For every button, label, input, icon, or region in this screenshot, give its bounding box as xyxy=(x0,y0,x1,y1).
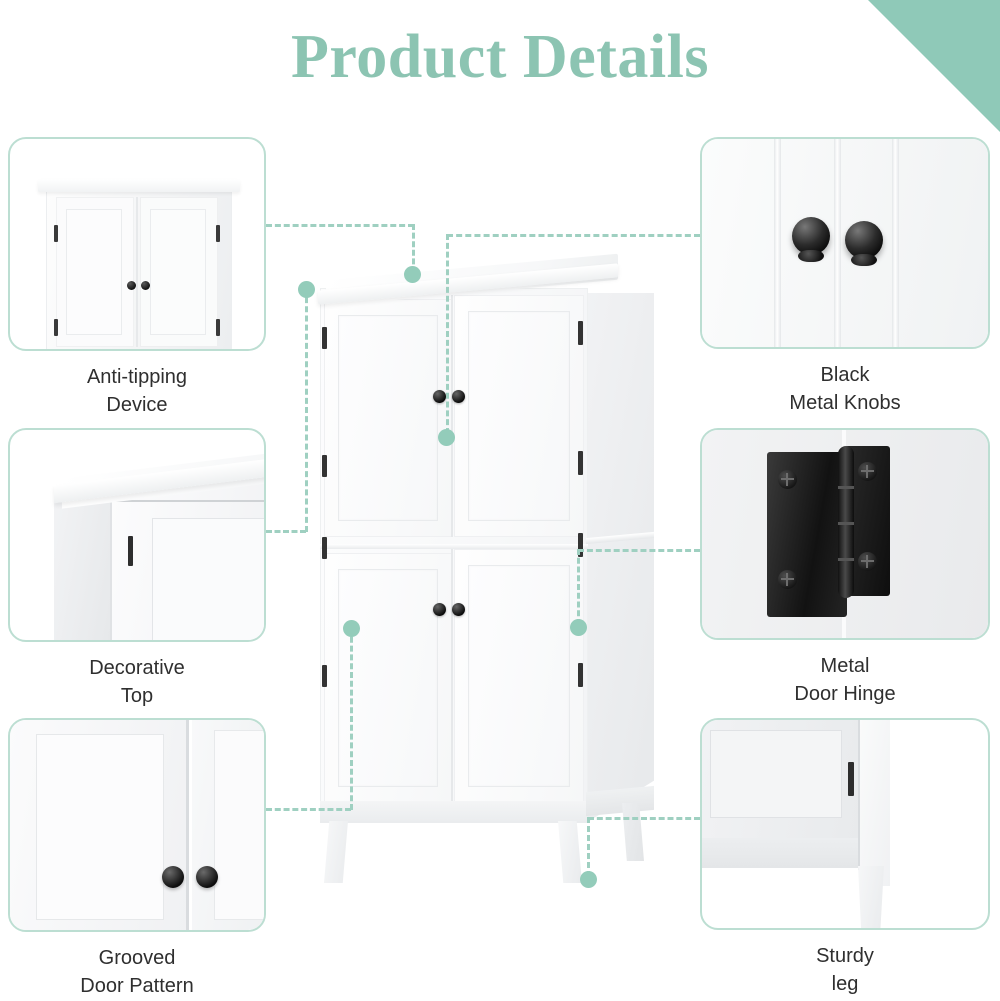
cabinet-leg-front-left xyxy=(324,821,348,883)
callout-caption: Black Metal Knobs xyxy=(700,361,990,418)
callout-caption: Sturdy leg xyxy=(700,942,990,999)
cabinet-leg-front-right xyxy=(558,821,582,883)
callout-image-frame xyxy=(8,718,266,932)
hinge-icon xyxy=(322,455,327,477)
callout-image-frame xyxy=(8,137,266,351)
callout-caption-line1: Sturdy xyxy=(816,945,874,967)
leg-shape xyxy=(858,866,884,928)
callout-image-frame xyxy=(700,137,990,349)
connector-dot-black-knobs xyxy=(438,429,455,446)
photo-black-metal-hinge-four-screws xyxy=(702,430,988,638)
hinge-icon xyxy=(578,663,583,687)
knob-icon xyxy=(452,603,465,616)
knob-icon xyxy=(196,866,218,888)
callout-caption-line2: leg xyxy=(831,973,859,996)
callout-caption-line2: Top xyxy=(120,685,154,708)
knob-icon xyxy=(792,217,830,262)
screw-icon xyxy=(858,552,877,571)
hinge-icon xyxy=(578,451,583,475)
knob-icon xyxy=(433,603,446,616)
screw-icon xyxy=(778,470,797,489)
callout-caption-line1: Decorative xyxy=(89,657,185,679)
callout-caption-line1: Anti-tipping xyxy=(86,366,188,388)
callout-caption-line2: Device xyxy=(106,394,168,417)
knob-icon xyxy=(452,390,465,403)
connector-dot-sturdy-leg xyxy=(580,871,597,888)
callout-sturdy-leg: Sturdy leg xyxy=(700,718,990,999)
callout-image-frame xyxy=(700,718,990,930)
photo-cabinet-corner-crown-moulding xyxy=(10,430,264,640)
photo-two-black-knobs-on-grooved-panel xyxy=(702,139,988,347)
callout-black-metal-knobs: Black Metal Knobs xyxy=(700,137,990,418)
knob-icon xyxy=(127,281,136,290)
callout-caption-line2: Door Pattern xyxy=(80,975,194,998)
connector-black-knobs xyxy=(447,234,700,237)
callout-decorative-top: Decorative Top xyxy=(8,428,266,711)
photo-cabinet-bottom-tapered-leg xyxy=(702,720,988,928)
hinge-icon xyxy=(322,665,327,687)
photo-cabinet-top-two-doors xyxy=(10,139,264,349)
connector-dot-door-hinge xyxy=(570,619,587,636)
knob-icon xyxy=(433,390,446,403)
callout-metal-door-hinge: Metal Door Hinge xyxy=(700,428,990,709)
connector-anti-tipping xyxy=(266,224,414,227)
knob-icon xyxy=(162,866,184,888)
screw-icon xyxy=(778,570,797,589)
cabinet-leg-back xyxy=(622,803,644,861)
callout-image-frame xyxy=(8,428,266,642)
product-illustration-white-storage-cabinet xyxy=(300,253,680,905)
page-title: Product Details xyxy=(291,23,709,91)
hinge-icon xyxy=(322,537,327,559)
connector-dot-anti-tipping xyxy=(404,266,421,283)
knob-icon xyxy=(141,281,150,290)
callout-caption-line2: Door Hinge xyxy=(794,683,896,706)
callout-image-frame xyxy=(700,428,990,640)
hinge-icon xyxy=(578,533,583,557)
hinge-icon xyxy=(322,327,327,349)
callout-anti-tipping-device: Anti-tipping Device xyxy=(8,137,266,420)
callout-caption: Grooved Door Pattern xyxy=(8,944,266,1001)
callout-caption-line1: Grooved xyxy=(98,947,176,969)
knob-icon xyxy=(845,221,883,266)
hinge-icon xyxy=(578,321,583,345)
screw-icon xyxy=(858,462,877,481)
corner-triangle-decoration xyxy=(868,0,1000,132)
callout-caption-line1: Metal xyxy=(820,655,870,677)
callout-caption-line1: Black xyxy=(820,364,870,386)
callout-caption: Decorative Top xyxy=(8,654,266,711)
photo-door-panel-groove-closeup xyxy=(10,720,264,930)
callout-caption: Anti-tipping Device xyxy=(8,363,266,420)
callout-caption: Metal Door Hinge xyxy=(700,652,990,709)
connector-dot-decorative-top xyxy=(298,281,315,298)
callout-grooved-door-pattern: Grooved Door Pattern xyxy=(8,718,266,1001)
connector-dot-grooved-door xyxy=(343,620,360,637)
callout-caption-line2: Metal Knobs xyxy=(789,392,901,415)
